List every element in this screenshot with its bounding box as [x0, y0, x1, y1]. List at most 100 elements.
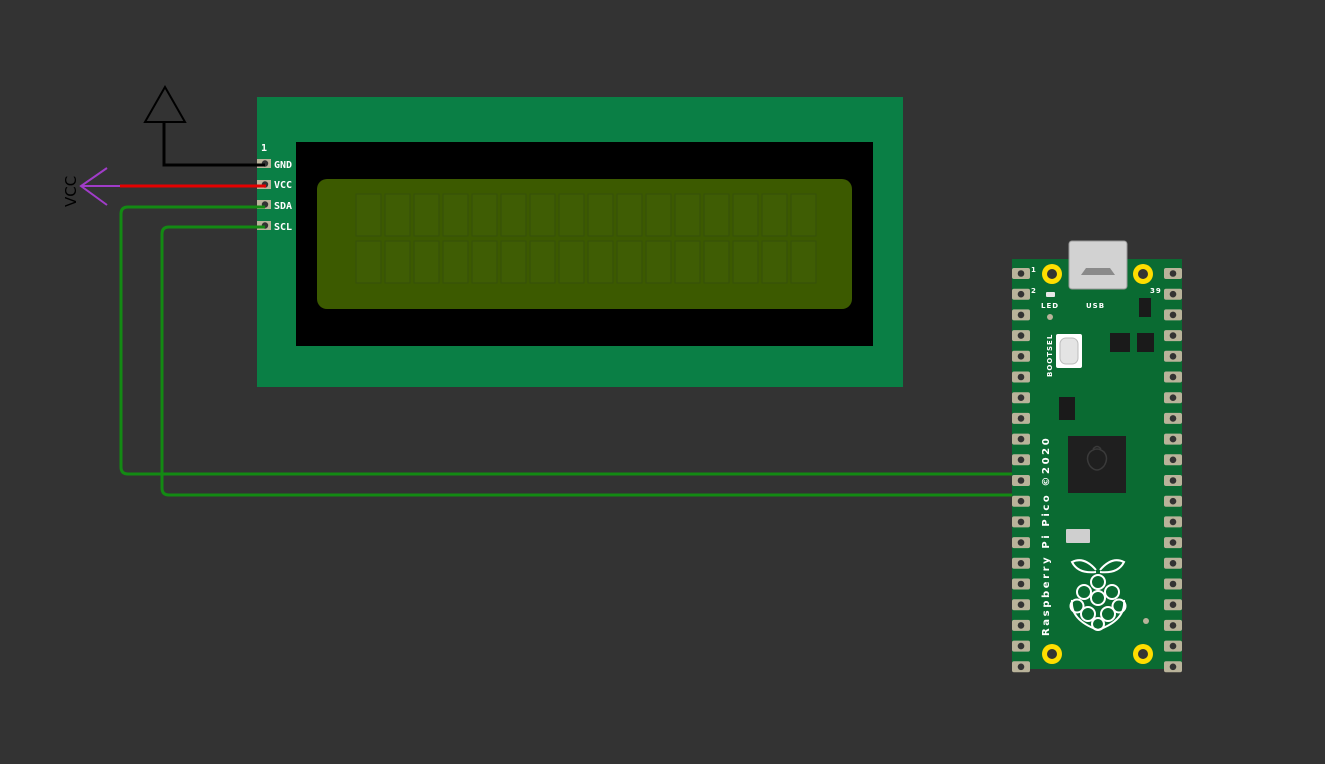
lcd-character-grid — [355, 193, 817, 284]
pico-pin-hole — [1169, 642, 1177, 650]
pico-pin-hole — [1169, 373, 1177, 381]
lcd-pin-gnd-label: GND — [274, 160, 292, 171]
raspberry-pi-pico[interactable]: 1 2 39 LED USB BOOTSEL — [1012, 240, 1182, 673]
pico-pin-hole — [1169, 497, 1177, 505]
lcd-character-cell — [413, 240, 440, 284]
pico-board-text: Raspberry Pi Pico ©2020 — [1041, 436, 1052, 636]
lcd-character-cell — [471, 240, 498, 284]
lcd-character-cell — [703, 240, 730, 284]
lcd-pin-scl-label: SCL — [274, 222, 292, 233]
vcc-symbol[interactable]: VCC — [62, 167, 266, 207]
lcd-pin-sda-label: SDA — [274, 201, 292, 212]
usb-connector[interactable] — [1068, 240, 1128, 290]
lcd-character-cell — [442, 240, 469, 284]
wire-scl[interactable] — [160, 225, 1028, 497]
usb-label: USB — [1086, 302, 1105, 310]
pico-pin-hole — [1017, 601, 1025, 608]
lcd-character-cell — [529, 240, 556, 284]
pico-pin-hole — [1017, 477, 1025, 484]
pico-pin-hole — [1017, 539, 1025, 546]
pico-pin-header-right — [1164, 268, 1182, 673]
lcd-character-cell — [645, 193, 672, 237]
lcd-character-cell — [616, 193, 643, 237]
pico-pin-hole — [1017, 373, 1025, 381]
flash-chip — [1066, 529, 1090, 543]
pico-pin-hole — [1169, 415, 1177, 422]
lcd-character-cell — [587, 240, 614, 284]
pico-pin-hole — [1017, 311, 1025, 319]
pico-pin-hole — [1169, 477, 1177, 484]
lcd-character-cell — [761, 193, 788, 237]
raspberry-pi-logo-icon — [1069, 559, 1127, 632]
lcd-character-cell — [703, 193, 730, 237]
lcd-character-cell — [761, 240, 788, 284]
pico-pin-header-left — [1012, 268, 1030, 673]
lcd-character-cell — [674, 193, 701, 237]
lcd-character-cell — [587, 193, 614, 237]
pico-pin-2-label: 2 — [1031, 287, 1037, 295]
onboard-led[interactable] — [1046, 292, 1055, 297]
led-label: LED — [1041, 302, 1059, 310]
lcd-character-cell — [355, 193, 382, 237]
pico-pin-hole — [1169, 270, 1177, 277]
test-point — [1047, 314, 1053, 320]
pico-pin-hole — [1169, 560, 1177, 567]
lcd-pin-vcc-label: VCC — [274, 180, 292, 191]
pico-pin-hole — [1017, 353, 1025, 360]
lcd-character-cell — [500, 240, 527, 284]
mounting-hole-bottom-right — [1133, 644, 1153, 664]
pico-pin-hole — [1017, 497, 1025, 505]
vcc-arrow-icon — [79, 167, 120, 206]
raspberry-logo-chip-icon — [1086, 445, 1108, 471]
test-point — [1143, 618, 1149, 624]
pico-pin-hole — [1017, 580, 1025, 588]
lcd-character-cell — [384, 240, 411, 284]
ground-symbol[interactable] — [143, 84, 265, 167]
lcd-character-cell — [355, 240, 382, 284]
pico-pin-hole — [1169, 435, 1177, 443]
ground-arrow-icon — [143, 84, 187, 123]
pico-pin-hole — [1169, 622, 1177, 629]
pico-pin-hole — [1017, 290, 1025, 298]
pico-pin-hole — [1169, 580, 1177, 588]
lcd-character-cell — [471, 193, 498, 237]
pico-pin-hole — [1169, 518, 1177, 526]
smd-component — [1139, 298, 1151, 317]
lcd-character-cell — [790, 240, 817, 284]
wire-sda[interactable] — [119, 205, 1028, 476]
pico-pin-hole — [1017, 456, 1025, 464]
lcd-character-cell — [790, 193, 817, 237]
bootsel-button-cap — [1059, 337, 1079, 365]
mounting-hole-top-left — [1042, 264, 1062, 284]
lcd-character-cell — [558, 240, 585, 284]
pico-pin-hole — [1017, 663, 1025, 671]
smd-component — [1059, 397, 1075, 420]
lcd-character-cell — [732, 193, 759, 237]
pico-pin-hole — [1017, 642, 1025, 650]
smd-component — [1137, 333, 1154, 352]
pico-pin-hole — [1169, 394, 1177, 402]
lcd-character-cell — [384, 193, 411, 237]
pico-pin-hole — [1169, 332, 1177, 339]
pico-pin-hole — [1017, 415, 1025, 422]
lcd-character-cell — [529, 193, 556, 237]
lcd-character-cell — [674, 240, 701, 284]
lcd-module[interactable]: 1 GND VCC SDA SCL — [257, 97, 903, 387]
mounting-hole-top-right — [1133, 264, 1153, 284]
lcd-character-cell — [732, 240, 759, 284]
vcc-label: VCC — [62, 176, 80, 207]
pico-pin-39-label: 39 — [1150, 287, 1162, 295]
rp2040-chip — [1068, 436, 1126, 493]
lcd-character-cell — [616, 240, 643, 284]
pico-pin-1-label: 1 — [1031, 266, 1037, 274]
lcd-character-cell — [442, 193, 469, 237]
bootsel-label: BOOTSEL — [1046, 334, 1054, 377]
pico-pin-hole — [1017, 435, 1025, 443]
pico-pin-hole — [1169, 311, 1177, 319]
pico-pin-hole — [1017, 270, 1025, 277]
wire-gnd[interactable] — [162, 122, 265, 167]
pico-pin-hole — [1169, 539, 1177, 546]
lcd-pin1-marker: 1 — [261, 143, 267, 154]
lcd-character-cell — [413, 193, 440, 237]
